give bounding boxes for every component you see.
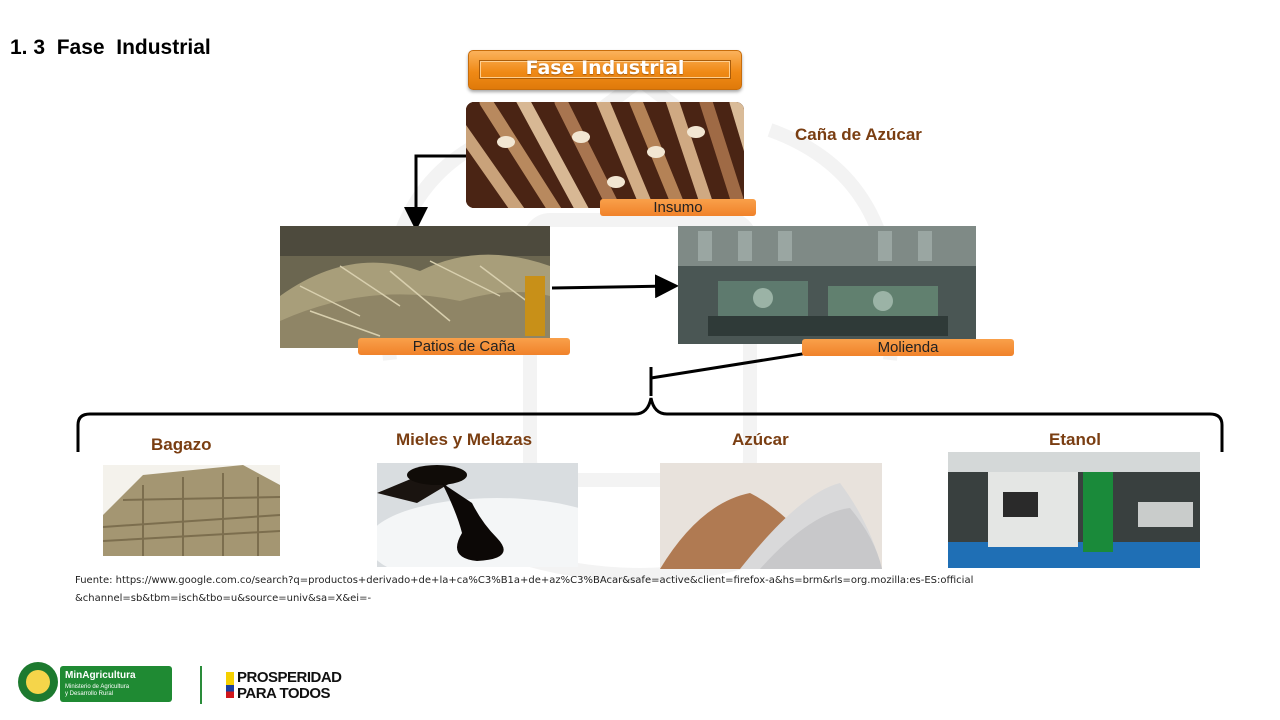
product-label-mieles: Mieles y Melazas — [396, 430, 533, 449]
phase-banner: Fase Industrial — [468, 50, 742, 90]
product-label-etanol: Etanol — [1049, 430, 1101, 449]
bagazo-image — [103, 465, 280, 556]
yard-tag: Patios de Caña — [358, 338, 570, 355]
input-tag: Insumo — [600, 199, 756, 216]
minagricultura-sub-2: y Desarrollo Rural — [65, 691, 114, 697]
sugarcane-image — [466, 102, 744, 208]
mill-graphic — [678, 226, 976, 344]
cane-yard-image — [280, 226, 550, 348]
bagazo-graphic — [103, 465, 280, 556]
yard-to-mill-arrow — [551, 274, 679, 299]
minagricultura-sub-1: Ministerio de Agricultura — [65, 684, 130, 690]
product-label-azucar: Azúcar — [732, 430, 789, 449]
slide-title: 1. 3 Fase Industrial — [10, 36, 211, 59]
product-label-bagazo: Bagazo — [151, 435, 212, 454]
products-brace — [76, 397, 1224, 452]
footer-divider — [200, 666, 202, 704]
input-label: Caña de Azúcar — [795, 125, 922, 144]
banner-title: Fase Industrial — [525, 57, 685, 79]
mill-tag: Molienda — [802, 339, 1014, 356]
source-note: Fuente: https://www.google.com.co/search… — [75, 575, 974, 604]
minagricultura-name: MinAgricultura — [65, 670, 136, 681]
sugarcane-graphic — [466, 102, 744, 208]
banner-frame — [479, 60, 731, 79]
azucar-graphic — [660, 463, 882, 569]
mieles-graphic — [377, 463, 578, 567]
colombia-seal-logo — [18, 662, 58, 702]
mill-image — [678, 226, 976, 344]
prosperidad-line-2: PARA TODOS — [237, 685, 331, 702]
cane-to-yard-arrow — [404, 154, 466, 231]
azucar-image — [660, 463, 882, 569]
etanol-image — [948, 452, 1200, 568]
mieles-image — [377, 463, 578, 567]
cane-yard-graphic — [280, 226, 550, 348]
minagricultura-logo: MinAgricultura Ministerio de Agricultura… — [60, 666, 172, 702]
prosperidad-line-1: PROSPERIDAD — [237, 669, 342, 686]
colombia-flag-mark — [226, 672, 234, 698]
etanol-graphic — [948, 452, 1200, 568]
